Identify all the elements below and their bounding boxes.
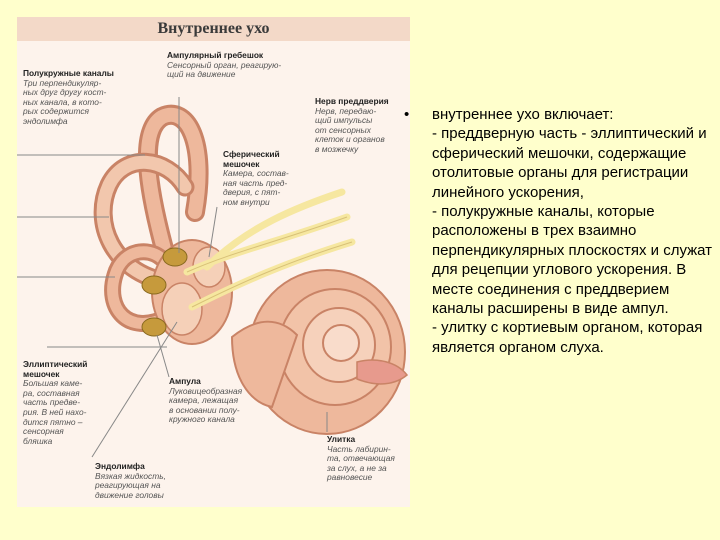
description-text: • внутреннее ухо включает: - преддверную… (404, 105, 714, 357)
inner-ear-illustration (17, 97, 409, 458)
label-heading: Эндолимфа (95, 461, 145, 471)
label-heading: Сферический мешочек (223, 149, 280, 169)
cochlea-base (230, 320, 299, 409)
ampulla-lateral (141, 275, 167, 295)
label-heading: Эллиптический мешочек (23, 359, 88, 379)
label-heading: Полукружные каналы (23, 68, 114, 78)
label-text: Луковицеобразная камера, лежащая в основ… (169, 385, 243, 425)
leader-lines (17, 97, 328, 458)
label-text: Часть лабирин- та, отвечающая за слух, а… (327, 443, 395, 483)
figure-title: Внутреннее ухо (17, 17, 410, 41)
label-endolymph: Эндолимфа Вязкая жидкость, реагирующая н… (95, 461, 213, 500)
label-saccule: Сферический мешочек Камера, состав- ная … (223, 149, 309, 208)
label-text: Сенсорный орган, реагирую- щий на движен… (167, 59, 282, 80)
vestibular-nerve-edge (186, 216, 353, 308)
label-heading: Ампула (169, 376, 201, 386)
leader-endolymph (91, 321, 178, 458)
cochlea-turn-4 (322, 324, 360, 362)
description-heading: внутреннее ухо включает: (432, 106, 614, 123)
description-item-canals: - полукружные каналы, которые расположен… (432, 203, 713, 318)
label-utricle: Эллиптический мешочек Большая каме- ра, … (23, 359, 113, 446)
inner-ear-figure: Внутреннее ухо Полукружные каналы Три пе… (17, 17, 410, 507)
label-ampullary-crest: Ампулярный гребешок Сенсорный орган, реа… (167, 50, 337, 80)
description-item-cochlea: - улитку с кортиевым органом, которая яв… (432, 319, 703, 356)
utricle-sac (161, 282, 203, 336)
bullet: • (404, 106, 410, 123)
round-window (356, 359, 409, 385)
description-item-vestibule: - преддверную часть - эллиптический и сф… (432, 125, 707, 201)
label-heading: Улитка (327, 434, 356, 444)
leader-ampulla (156, 334, 170, 378)
semicircular-canal-lateral-fill (107, 246, 173, 329)
label-cochlea: Улитка Часть лабирин- та, отвечающая за … (327, 434, 409, 483)
leader-saccule (208, 206, 218, 258)
label-text: Три перпендикуляр- ных друг другу кост- … (23, 77, 107, 126)
label-vestibular-nerve: Нерв преддверия Нерв, передаю- щий импул… (315, 96, 393, 155)
label-ampulla: Ампула Луковицеобразная камера, лежащая … (169, 376, 279, 425)
label-semicircular-canals: Полукружные каналы Три перпендикуляр- ны… (23, 68, 115, 127)
label-text: Камера, состав- ная часть пред- дверия, … (223, 168, 289, 207)
semicircular-canal-superior-fill (140, 108, 206, 274)
label-text: Нерв, передаю- щий импульсы от сенсорных… (315, 105, 385, 154)
label-text: Вязкая жидкость, реагирующая на движение… (95, 470, 166, 500)
label-heading: Нерв преддверия (315, 96, 389, 106)
ampulla-posterior (141, 317, 167, 337)
label-text: Большая каме- ра, составная часть предве… (23, 378, 87, 446)
label-heading: Ампулярный гребешок (167, 50, 264, 60)
ampulla-superior (162, 247, 188, 267)
